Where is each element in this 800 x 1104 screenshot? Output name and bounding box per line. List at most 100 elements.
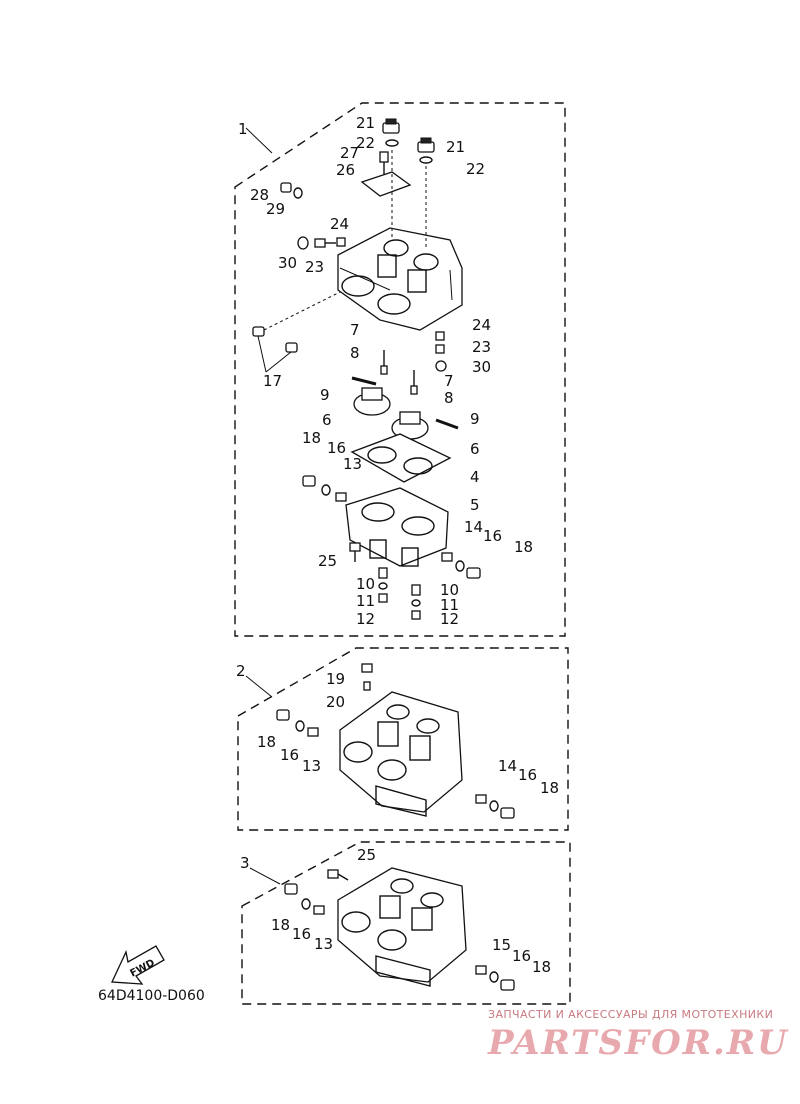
o-ring-11-right <box>411 599 421 607</box>
callout-1-12: 12 <box>356 610 375 628</box>
callout-3-18: 18 <box>532 958 551 976</box>
callout-2-20: 20 <box>326 693 345 711</box>
gasket-4 <box>350 433 452 483</box>
screw-17-lower <box>285 342 298 353</box>
jet-10-right <box>411 584 421 596</box>
washer-29 <box>293 187 303 199</box>
spring-24-left <box>336 237 346 247</box>
callout-1-18: 18 <box>302 429 321 447</box>
plug-12-right <box>411 610 421 620</box>
pin-9-left <box>351 376 377 386</box>
callout-1-8: 8 <box>444 389 454 407</box>
callout-1-9: 9 <box>320 386 330 404</box>
callout-3-15: 15 <box>492 936 511 954</box>
section-2-carburetor-assembly: 2 <box>236 647 569 831</box>
screw-14 <box>475 794 487 804</box>
callout-1-23: 23 <box>305 258 324 276</box>
callout-1-13: 13 <box>343 455 362 473</box>
callout-1-11: 11 <box>440 596 459 614</box>
callout-1-5: 5 <box>470 496 480 514</box>
callout-1-12: 12 <box>440 610 459 628</box>
washer-22-left <box>385 139 399 147</box>
washer-16-left <box>295 720 305 732</box>
screw-25 <box>349 542 361 562</box>
section-2-leader <box>245 675 273 698</box>
callout-1-27: 27 <box>340 144 359 162</box>
callout-1-30: 30 <box>278 254 297 272</box>
callout-2-18: 18 <box>257 733 276 751</box>
callout-1-21: 21 <box>446 138 465 156</box>
callout-1-10: 10 <box>440 581 459 599</box>
spring-24-right <box>435 331 445 341</box>
section-1-label: 1 <box>238 120 248 138</box>
callout-1-16: 16 <box>483 527 502 545</box>
screw-25 <box>327 869 349 881</box>
drain-screw-18-left <box>302 475 316 487</box>
cap-30-left <box>297 236 309 250</box>
callout-1-26: 26 <box>336 161 355 179</box>
carburetor-body-upper <box>337 227 463 331</box>
section-2-frame <box>237 647 569 831</box>
callout-1-9: 9 <box>470 410 480 428</box>
screw-23-left <box>314 238 336 248</box>
jet-13 <box>313 905 325 915</box>
callout-1-11: 11 <box>356 592 375 610</box>
o-ring-11-left <box>378 582 388 590</box>
callout-1-25: 25 <box>318 552 337 570</box>
callout-3-25: 25 <box>357 846 376 864</box>
drain-screw-18-right <box>500 807 515 819</box>
callout-1-29: 29 <box>266 200 285 218</box>
section-1-carburetor-assembly: 1 <box>234 102 566 637</box>
section-3-frame <box>241 841 571 1005</box>
callout-3-16: 16 <box>512 947 531 965</box>
callout-2-18: 18 <box>540 779 559 797</box>
washer-22-right <box>419 156 433 164</box>
callout-1-14: 14 <box>464 518 483 536</box>
washer-16-right <box>489 800 499 812</box>
cover-plate-26 <box>360 171 412 197</box>
washer-16-right <box>455 560 465 572</box>
callout-2-16: 16 <box>280 746 299 764</box>
callout-3-16: 16 <box>292 925 311 943</box>
needle-7-right <box>410 370 418 395</box>
screw-23-right <box>435 344 445 354</box>
drawing-code: 64D4100-D060 <box>98 988 205 1004</box>
float-bowl-5 <box>345 487 449 567</box>
fitting-28 <box>280 182 292 193</box>
watermark-logo: PARTSFOR.RU <box>488 1023 789 1063</box>
callout-2-16: 16 <box>518 766 537 784</box>
pin-9-right <box>435 418 459 430</box>
callout-1-7: 7 <box>350 321 360 339</box>
drain-screw-18-left <box>284 883 298 895</box>
washer-16-left <box>301 898 311 910</box>
callout-2-13: 13 <box>302 757 321 775</box>
section-3-label: 3 <box>240 854 250 872</box>
callout-1-23: 23 <box>472 338 491 356</box>
callout-2-19: 19 <box>326 670 345 688</box>
jet-13 <box>335 492 347 502</box>
screw-17-upper <box>252 326 265 337</box>
callout-1-4: 4 <box>470 468 480 486</box>
section-3-leader <box>249 867 281 885</box>
washer-16-left <box>321 484 331 496</box>
callout-1-7: 7 <box>444 372 454 390</box>
watermark-tagline: ЗАПЧАСТИ И АКСЕССУАРЫ ДЛЯ МОТОТЕХНИКИ <box>488 1008 774 1021</box>
callout-1-10: 10 <box>356 575 375 593</box>
callout-1-17: 17 <box>263 372 282 390</box>
callout-1-6: 6 <box>470 440 480 458</box>
drain-screw-18-right <box>466 567 481 579</box>
plug-21-left <box>382 118 400 134</box>
drain-screw-18-left <box>276 709 290 721</box>
callout-2-14: 14 <box>498 757 517 775</box>
callout-3-18: 18 <box>271 916 290 934</box>
carburetor-body-2 <box>339 691 463 817</box>
plug-12-left <box>378 593 388 603</box>
section-3-carburetor-assembly: 3 <box>240 841 571 1005</box>
screw-15 <box>475 965 487 975</box>
screw-14 <box>441 552 453 562</box>
section-2-label: 2 <box>236 662 246 680</box>
callout-1-16: 16 <box>327 439 346 457</box>
drain-screw-18-right <box>500 979 515 991</box>
